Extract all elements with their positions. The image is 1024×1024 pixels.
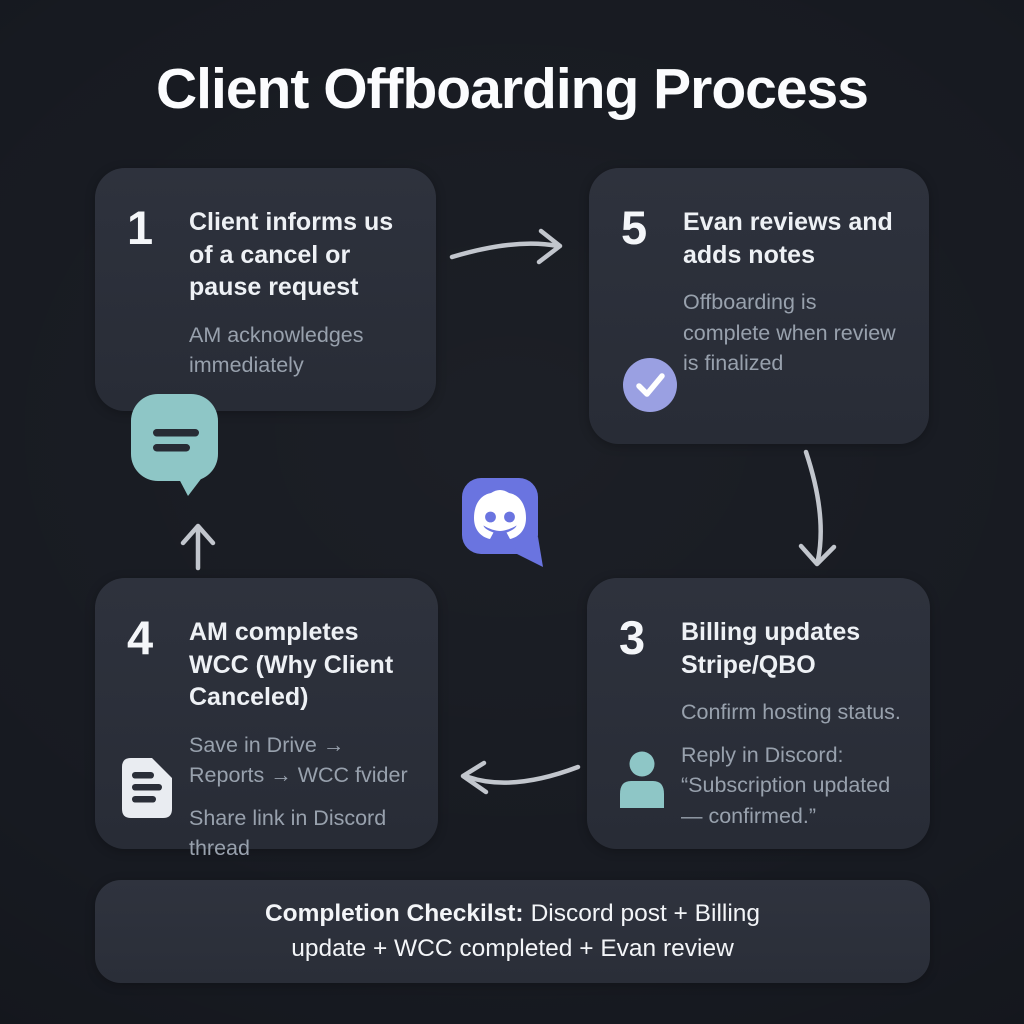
step-card-5-row: 5 Evan reviews and adds notes Offboardin… <box>589 168 929 379</box>
step-card-1: 1 Client informs us of a cancel or pause… <box>95 168 436 411</box>
step-note-3a: Confirm hosting status. <box>681 700 901 724</box>
step-note-5: Offboarding is complete when review is f… <box>683 290 896 376</box>
arrow-step3-to-step4 <box>460 760 581 795</box>
step-title-5: Evan reviews and adds notes <box>683 208 893 269</box>
step-card-3-content: Billing updates Stripe/QBO Confirm hosti… <box>681 612 904 831</box>
arrow-step5-to-step3 <box>798 449 837 567</box>
completion-checklist-bar: Completion Checkilst:Discord post + Bill… <box>95 880 930 983</box>
step-title-4: AM completes WCC (Why Client Canceled) <box>189 618 394 711</box>
check-circle-icon <box>622 357 678 413</box>
step-card-5: 5 Evan reviews and adds notes Offboardin… <box>589 168 929 444</box>
step-card-1-row: 1 Client informs us of a cancel or pause… <box>95 168 436 381</box>
step-card-5-content: Evan reviews and adds notes Offboarding … <box>683 202 903 379</box>
document-icon <box>121 756 173 820</box>
step-card-4: 4 AM completes WCC (Why Client Canceled)… <box>95 578 438 860</box>
step-card-3-row: 3 Billing updates Stripe/QBO Confirm hos… <box>587 578 930 831</box>
step-note-3b: Reply in Discord: “Subscription updated … <box>681 742 891 828</box>
completion-checklist-text: Completion Checkilst:Discord post + Bill… <box>233 897 793 966</box>
step-number-1: 1 <box>127 201 154 254</box>
step-number-4: 4 <box>127 611 154 664</box>
checklist-items: Discord post + Billing update + WCC comp… <box>291 900 761 962</box>
step-card-3: 3 Billing updates Stripe/QBO Confirm hos… <box>587 578 930 849</box>
discord-icon <box>461 477 545 569</box>
step-card-4-row: 4 AM completes WCC (Why Client Canceled)… <box>95 578 438 864</box>
person-icon <box>617 750 667 810</box>
step-title-3: Billing updates Stripe/QBO <box>681 618 861 679</box>
checklist-label: Completion Checkilst: <box>264 900 524 928</box>
arrow-step4-to-step1 <box>180 523 216 571</box>
step-number-3: 3 <box>619 611 646 664</box>
step-card-4-content: AM completes WCC (Why Client Canceled) S… <box>189 612 412 864</box>
step-note-4b: Share link in Discord thread <box>189 805 387 861</box>
step-card-1-content: Client informs us of a cancel or pause r… <box>189 202 410 381</box>
step-note-1: AM acknowledges immediately <box>189 322 364 378</box>
chat-bubble-icon <box>130 393 220 497</box>
step-title-1: Client informs us of a cancel or pause r… <box>189 208 394 301</box>
step-note-4a: Save in Drive → Reports → WCC fvider <box>189 732 408 788</box>
page-title: Client Offboarding Process <box>156 57 869 121</box>
step-number-5: 5 <box>621 201 648 254</box>
arrow-step1-to-step5 <box>449 228 563 265</box>
